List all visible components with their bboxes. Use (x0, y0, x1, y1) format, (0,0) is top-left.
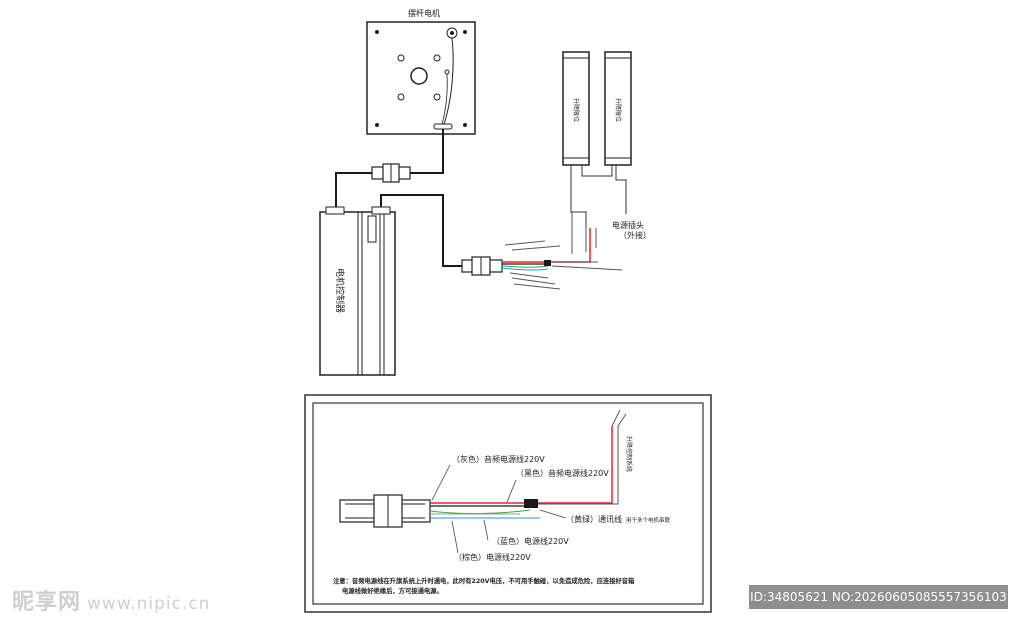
label-blue-wire: （蓝色）电源线220V (492, 536, 569, 546)
limit-switch-wires (570, 165, 627, 228)
label-signal-wire-main: （黄绿）通讯线 (566, 514, 622, 524)
label-black-wire: （黑色）音频电源线220V (516, 468, 609, 478)
detail-leaders (431, 464, 567, 554)
label-signal-wire: （黄绿）通讯线用于多个电机串联 (566, 514, 671, 524)
limit-switch-2-label: 升降限位 (614, 98, 622, 122)
inline-connector-bottom (461, 256, 503, 276)
detail-vertical-label: 升降控制系统 (625, 436, 633, 472)
watermark-url: www.nipic.cn (87, 594, 211, 614)
detail-connector (339, 494, 431, 528)
limit-switch-2 (604, 51, 632, 166)
image-id-strip: ID:34805621 NO:20260605085557356103 (749, 585, 1008, 609)
lift-motor-label: 摆杆电机 (408, 8, 440, 18)
note-line-1: 注意：音频电源线在升旗系统上升时通电，此时有220V电压，不可用手触碰，以免造成… (333, 576, 635, 585)
note-line-2: 电源线做好绝缘后，方可接通电源。 (342, 586, 443, 595)
lift-motor (366, 21, 476, 135)
inline-connector-top (371, 163, 411, 183)
detail-wires (429, 409, 627, 519)
motor-controller-label: 电机控制器 (334, 268, 346, 313)
label-signal-wire-note: 用于多个电机串联 (626, 516, 671, 524)
limit-switch-1 (562, 51, 590, 166)
power-plug-label: 电源插头 (612, 220, 644, 230)
limit-switch-1-label: 升降限位 (572, 98, 580, 122)
label-brown-wire: （棕色）电源线220V (454, 552, 531, 562)
watermark-brand: 昵享网 (12, 590, 82, 615)
wire-bundle-top (501, 212, 623, 290)
label-gray-wire: （灰色）音频电源线220V (452, 454, 545, 464)
power-plug-note: （外接） (619, 230, 651, 240)
controller-cable (380, 194, 462, 267)
motor-controller (319, 206, 396, 376)
